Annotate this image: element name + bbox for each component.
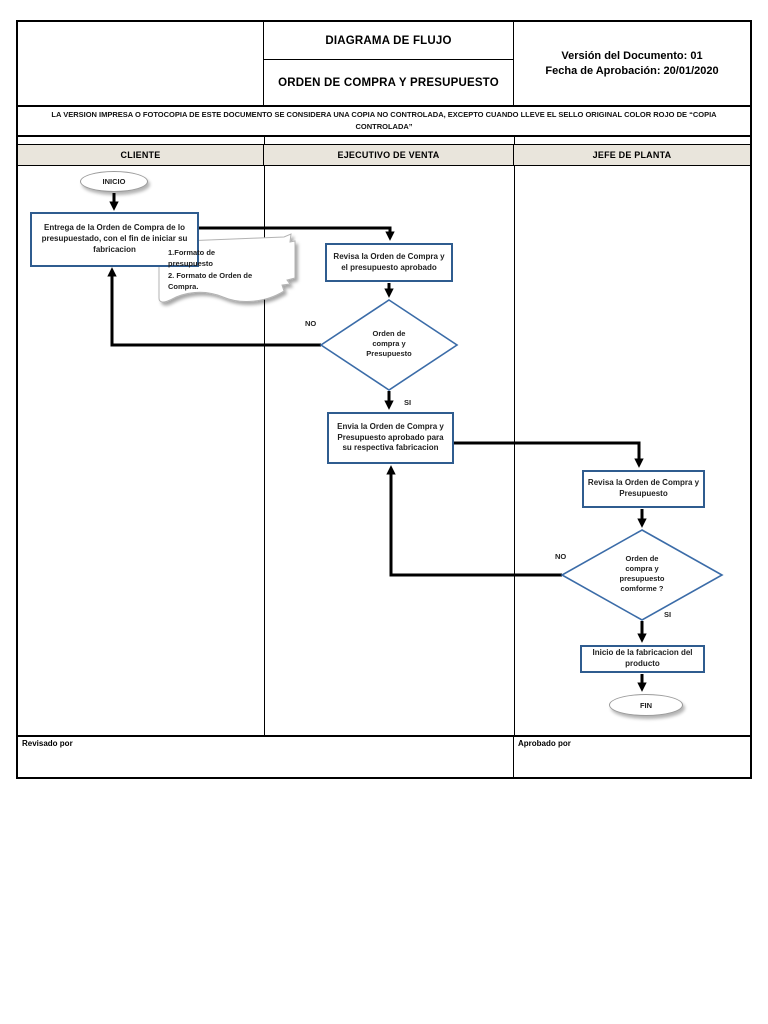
end-terminal: FIN — [609, 694, 683, 716]
branch-si1: SI — [404, 398, 412, 407]
version-cell: Versión del Documento: 01 Fecha de Aprob… — [514, 22, 750, 105]
arrow-no2-return — [386, 465, 562, 577]
decision1-label: Orden de compra y Presupuesto — [366, 329, 412, 359]
note-line: 1.Formato de — [168, 248, 216, 257]
note-line: 2. Formato de Orden de — [168, 270, 253, 280]
step-inicio-fabricacion: Inicio de la fabricacion del producto — [580, 645, 705, 673]
branch-si2: SI — [664, 610, 672, 619]
start-terminal: INICIO — [80, 171, 148, 192]
version-line: Versión del Documento: 01 — [561, 50, 703, 62]
logo-cell — [18, 22, 264, 105]
decision2-label: Orden de compra y presupuesto comforme ? — [619, 554, 665, 594]
arrow-entrega-revisa1 — [199, 226, 395, 241]
branch-no2: NO — [555, 552, 567, 561]
signature-row: Revisado por Aprobado por — [18, 735, 750, 777]
aprobado-por-cell: Aprobado por — [518, 739, 571, 748]
step-revisa2: Revisa la Orden de Compra y Presupuesto — [582, 470, 705, 508]
step-revisa1: Revisa la Orden de Compra y el presupues… — [325, 243, 453, 282]
lane-header-cliente: CLIENTE — [18, 145, 264, 165]
approval-date-line: Fecha de Aprobación: 20/01/2020 — [545, 65, 719, 77]
document-header: DIAGRAMA DE FLUJO ORDEN DE COMPRA Y PRES… — [18, 22, 750, 105]
lane-header-jefe: JEFE DE PLANTA — [592, 150, 672, 160]
note-annotation: 1.Formato de presupuesto 2. Formato de O… — [168, 247, 286, 292]
swimlane-headers: CLIENTE EJECUTIVO DE VENTA JEFE DE PLANT… — [18, 144, 750, 166]
spacer-row — [18, 137, 750, 144]
flow-document: DIAGRAMA DE FLUJO ORDEN DE COMPRA Y PRES… — [16, 20, 752, 779]
branch-no1: NO — [305, 319, 317, 328]
note-line: presupuesto — [168, 259, 214, 269]
note-line: Compra. — [168, 281, 199, 291]
lane-header-ejecutivo: EJECUTIVO DE VENTA — [264, 145, 514, 165]
revisado-por-cell: Revisado por — [18, 737, 514, 777]
lane-divider-2 — [514, 166, 515, 735]
arrow-envia-revisa2 — [454, 441, 644, 468]
lane-divider-1 — [264, 166, 265, 735]
controlled-copy-notice: LA VERSION IMPRESA O FOTOCOPIA DE ESTE D… — [18, 105, 750, 137]
title-cell: DIAGRAMA DE FLUJO ORDEN DE COMPRA Y PRES… — [264, 22, 514, 105]
flowchart-area: INICIO FIN Entrega de la Orden de Compra… — [18, 166, 750, 735]
step-envia: Envia la Orden de Compra y Presupuesto a… — [327, 412, 454, 464]
document-subtitle: ORDEN DE COMPRA Y PRESUPUESTO — [278, 76, 499, 89]
document-title: DIAGRAMA DE FLUJO — [325, 34, 452, 47]
step-entrega: Entrega de la Orden de Compra de lo pres… — [30, 212, 199, 267]
